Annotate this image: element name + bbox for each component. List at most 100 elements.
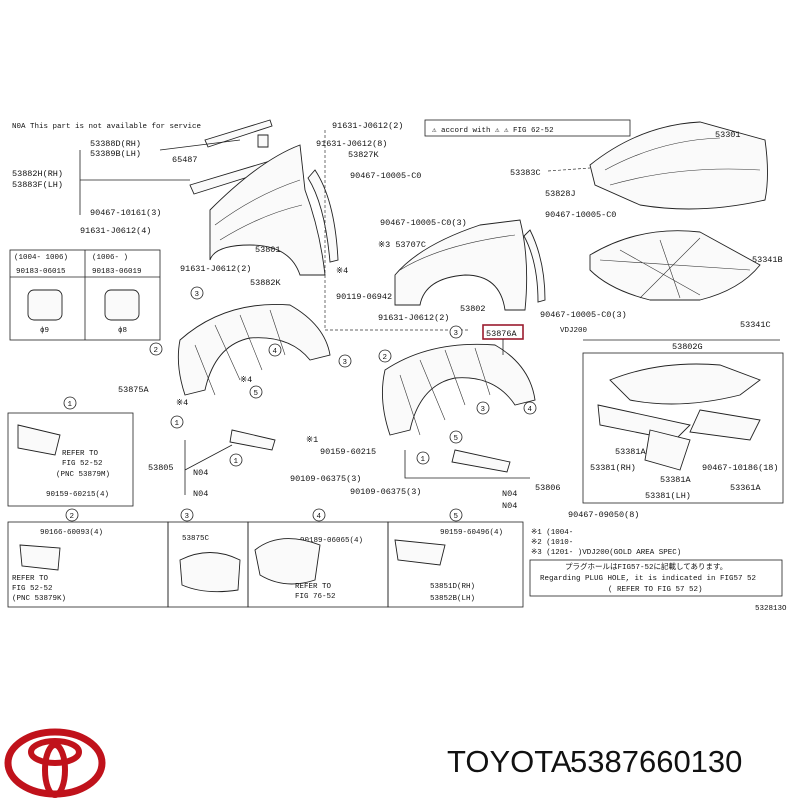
- label-53388D: 53388D(RH): [90, 139, 141, 149]
- label-53341C: 53341C: [740, 320, 771, 330]
- detail-box-5: [387, 521, 524, 608]
- note-6: ( REFER TO FIG 57 52): [608, 586, 703, 594]
- detail-2-90166: 90166-60093(4): [40, 529, 103, 537]
- note-box: [529, 559, 783, 597]
- callout-1-a: 1: [175, 420, 180, 428]
- label-90183-a: 90183-06015: [16, 268, 66, 276]
- note-5: Regarding PLUG HOLE, it is indicated in …: [540, 575, 756, 583]
- label-91631-low: 91631-J0612(2): [378, 313, 449, 323]
- label-90467-10005-d: 90467-10005-C0(3): [540, 310, 627, 320]
- label-53383C: 53383C: [510, 168, 541, 178]
- detail-4-refer: REFER TO: [295, 583, 332, 591]
- note-3: ※3 (1201- )VDJ200(GOLD AREA SPEC): [531, 548, 681, 557]
- label-N04-d: N04: [502, 501, 517, 511]
- label-N04-c: N04: [502, 489, 517, 499]
- label-star4-c: ※4: [240, 375, 252, 385]
- figure-code: 532813O: [755, 605, 787, 613]
- detail-2-refer: REFER TO: [12, 575, 49, 583]
- clip-icon-a: [27, 289, 63, 321]
- part-panel-53802G: [609, 363, 761, 405]
- detail-2-pnc: (PNC 53879K): [12, 595, 66, 603]
- label-53389B: 53389B(LH): [90, 149, 141, 159]
- part-liner-53876A: [381, 343, 536, 436]
- label-star4: ※4: [336, 266, 348, 276]
- part-fender-53802: [394, 219, 528, 311]
- label-phi9: ϕ9: [40, 327, 49, 335]
- label-1004-box-b: (1006- ): [92, 254, 128, 262]
- detail-box-1: [7, 412, 134, 507]
- part-strip-upper: [204, 119, 273, 148]
- label-91631-2: 91631-J0612(8): [316, 139, 387, 149]
- detail-4-callout: 4: [317, 513, 322, 521]
- label-90183-b: 90183-06019: [92, 268, 142, 276]
- label-VDJ200: VDJ200: [560, 327, 588, 335]
- label-53381A-a: 53381A: [615, 447, 647, 457]
- part-frame-lh: [644, 429, 691, 471]
- label-53882H: 53882H(RH): [12, 169, 63, 179]
- label-53802G: 53802G: [672, 342, 703, 352]
- part-bracket-53828J: [523, 229, 546, 303]
- label-53883F: 53883F(LH): [12, 180, 63, 190]
- part-clip-65487: [257, 134, 269, 148]
- label-1004-box-a: (1004- 1006): [14, 254, 68, 262]
- label-53802: 53802: [460, 304, 486, 314]
- detail-3-53875C: 53875C: [182, 535, 210, 543]
- toyota-logo-icon: [4, 728, 106, 798]
- label-star1: ※1: [306, 435, 318, 445]
- clip-icon-b: [104, 289, 140, 321]
- label-53828J: 53828J: [545, 189, 576, 199]
- callout-4-a: 4: [273, 348, 278, 356]
- callout-1-c: 1: [421, 456, 426, 464]
- label-90109-a: 90109-06375(3): [290, 474, 361, 484]
- callout-3-d: 3: [481, 406, 486, 414]
- callout-2-a: 2: [154, 347, 159, 355]
- label-53301: 53301: [715, 130, 741, 140]
- detail-5-53851D: 53851D(RH): [430, 583, 475, 591]
- note-1: ※1 (1004-: [531, 528, 573, 537]
- label-91631-top: 91631-J0612(2): [332, 121, 403, 131]
- label-53806: 53806: [535, 483, 561, 493]
- callout-2-b: 2: [383, 354, 388, 362]
- label-53341B: 53341B: [752, 255, 783, 265]
- label-star4-b: ※4: [176, 398, 188, 408]
- leader-strip: [79, 139, 241, 215]
- detail-3-callout: 3: [185, 513, 190, 521]
- label-phi8: ϕ8: [118, 327, 127, 335]
- detail-1-pnc: (PNC 53879M): [56, 471, 110, 479]
- label-53381A-b: 53381A: [660, 475, 692, 485]
- label-90109-b: 90109-06375(3): [350, 487, 421, 497]
- label-N04-b: N04: [193, 489, 208, 499]
- part-bracket-53827K: [307, 169, 339, 263]
- callout-4-b: 4: [528, 406, 533, 414]
- label-53882K: 53882K: [250, 278, 282, 288]
- callout-3-a: 3: [195, 291, 200, 299]
- detail-1-fig: FIG 52-52: [62, 460, 103, 468]
- legend-text: ⚠ accord with ⚠ ⚠ FIG 62-52: [432, 127, 554, 135]
- part-hood-53301: [589, 121, 768, 210]
- label-90467-10186: 90467-10186(18): [702, 463, 779, 473]
- label-90467-10005-a: 90467-10005-C0: [350, 171, 421, 181]
- callout-5-a: 5: [254, 390, 259, 398]
- detail-5-90159: 90159-60496(4): [440, 529, 503, 537]
- detail-4-90189: 90189-06065(4): [300, 537, 363, 545]
- label-90467-10005-b: 90467-10005-C0(3): [380, 218, 467, 228]
- callout-3-b: 3: [343, 359, 348, 367]
- footer-brand: TOYOTA: [447, 744, 572, 779]
- label-53381-lh: 53381(LH): [645, 491, 691, 501]
- label-65487: 65487: [172, 155, 198, 165]
- label-53875A: 53875A: [118, 385, 150, 395]
- note-4: プラグホールはFIG57-52に記載してあります。: [565, 561, 727, 572]
- label-91631-mid: 91631-J0612(2): [180, 264, 251, 274]
- label-53805: 53805: [148, 463, 174, 473]
- part-bracket-53805: [229, 429, 276, 451]
- label-53381-rh: 53381(RH): [590, 463, 636, 473]
- part-insulator-53361A: [689, 409, 761, 441]
- detail-1-part: [17, 424, 61, 456]
- label-53801: 53801: [255, 245, 281, 255]
- legend-box: [424, 119, 631, 137]
- detail-1-refer: REFER TO: [62, 450, 99, 458]
- part-insulator-53341B: [589, 230, 761, 301]
- detail-1-callout: 1: [68, 401, 73, 409]
- callout-1-b: 1: [234, 458, 239, 466]
